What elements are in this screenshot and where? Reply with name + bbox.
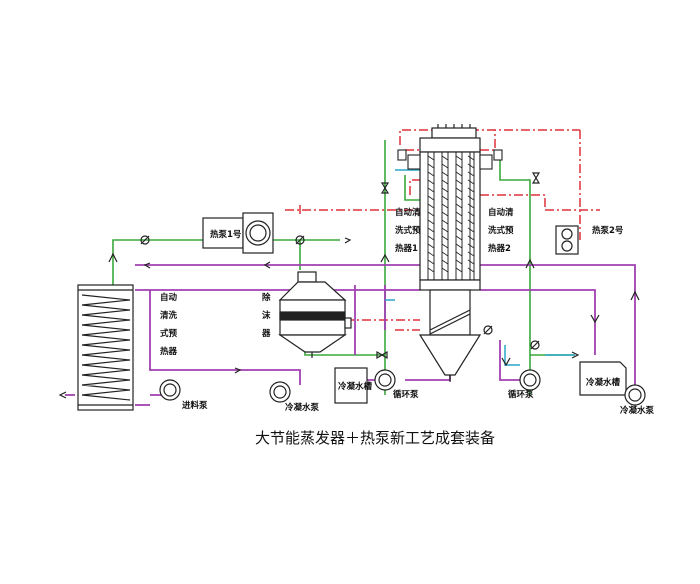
preheater-left-label-4: 热器 xyxy=(160,346,178,357)
preheater-2-label-1: 自动清 xyxy=(488,207,514,218)
preheater-1-label-2: 洗式预 xyxy=(395,225,421,236)
condensate-tank-right-label: 冷凝水槽 xyxy=(586,377,621,388)
valves xyxy=(140,172,541,360)
defoamer-label-3: 器 xyxy=(261,329,271,339)
heat-pump-2-label: 热泵2号 xyxy=(592,225,624,236)
circulation-pump-right-label: 循环泵 xyxy=(508,389,534,400)
heat-pump-1 xyxy=(202,212,274,254)
pumps xyxy=(159,369,646,406)
preheater-left-label-1: 自动 xyxy=(160,292,178,303)
preheater-left-label-3: 式预 xyxy=(160,328,178,339)
preheater-1-label-1: 自动清 xyxy=(395,207,421,218)
defoamer xyxy=(278,271,352,358)
condensate-tank-left xyxy=(334,367,368,404)
evaporator-side-fittings xyxy=(397,149,503,170)
preheater-2-label-3: 热器2 xyxy=(488,243,511,254)
diagram-caption: 大节能蒸发器＋热泵新工艺成套装备 xyxy=(255,429,495,447)
condensate-tank-right xyxy=(579,361,627,396)
preheater-1-label-3: 热器1 xyxy=(395,243,418,254)
flow-arrows xyxy=(58,237,640,399)
heat-pump-1-label: 热泵1号 xyxy=(210,229,242,240)
condensate-tank-left-label: 冷凝水槽 xyxy=(338,381,373,392)
defoamer-label-2: 沫 xyxy=(262,310,271,321)
feed-pump-label: 进料泵 xyxy=(182,400,208,411)
steam-lines xyxy=(285,129,600,331)
circulation-pump-left-label: 循环泵 xyxy=(393,389,419,400)
preheater-left-label-2: 清洗 xyxy=(160,310,178,321)
condensate-pump-right-label: 冷凝水泵 xyxy=(620,405,655,416)
condenser-coil xyxy=(77,284,134,411)
cooling-lines xyxy=(385,169,575,366)
defoamer-label-1: 除 xyxy=(262,292,271,303)
preheater-2-label-2: 洗式预 xyxy=(488,225,514,236)
heat-pump-2 xyxy=(555,225,579,255)
condensate-pump-left-label: 冷凝水泵 xyxy=(285,402,320,413)
evaporator-coil-hatch xyxy=(427,155,475,273)
